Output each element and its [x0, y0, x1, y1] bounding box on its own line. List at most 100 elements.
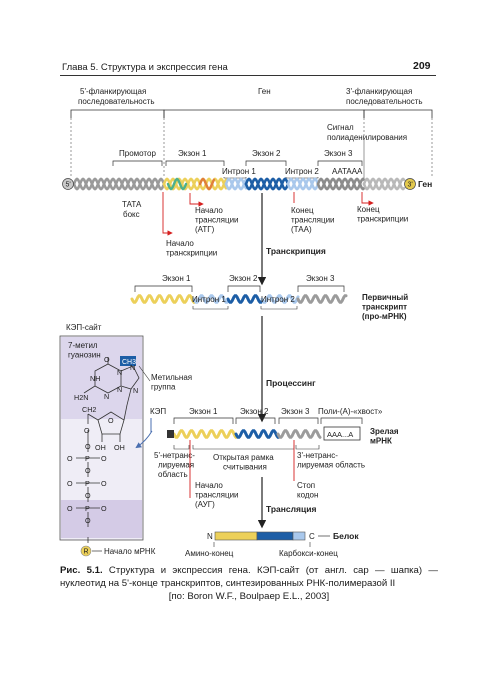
svg-text:NH: NH — [90, 374, 100, 383]
protein-bar-light — [292, 531, 306, 541]
header-rule — [60, 75, 436, 76]
p-exon1 — [130, 294, 196, 304]
exon1-accent — [166, 177, 188, 191]
caption-line2: нуклеотид на 5'-конце транскриптов, синт… — [60, 578, 396, 590]
svg-text:Интрон 1: Интрон 1 — [192, 295, 226, 304]
dna-helix — [72, 177, 406, 191]
svg-text:Экзон 2: Экзон 2 — [240, 407, 269, 416]
flank5-strand-b — [72, 177, 166, 191]
flank3-strand-b — [362, 177, 406, 191]
aataaa-label: AATAAA — [332, 167, 363, 176]
chapter-header: Глава 5. Структура и экспрессия гена — [62, 62, 228, 73]
processing-label: Процессинг — [266, 378, 316, 388]
svg-text:Экзон 3: Экзон 3 — [306, 274, 335, 283]
utr3-label: 3'-нетранс-лируемая область — [297, 451, 365, 470]
svg-text:O: O — [108, 416, 114, 425]
svg-text:N: N — [117, 385, 122, 394]
mature-mrna — [172, 429, 322, 439]
p-exon3 — [296, 294, 348, 304]
r-marker — [80, 545, 92, 557]
svg-text:O: O — [85, 466, 91, 475]
gene-bracket — [163, 109, 365, 118]
svg-text:N: N — [207, 532, 213, 541]
svg-text:5': 5' — [66, 182, 71, 189]
svg-text:N: N — [104, 392, 109, 401]
translation-label: Трансляция — [266, 504, 316, 514]
intron2-label: Интрон 2 — [285, 167, 319, 176]
svg-text:R: R — [84, 549, 89, 556]
ribose-structure — [87, 404, 128, 442]
intron1-strand-b — [224, 177, 248, 191]
svg-text:Экзон 1: Экзон 1 — [189, 407, 218, 416]
transcription-label: Транскрипция — [266, 246, 326, 256]
svg-text:КЭП: КЭП — [150, 407, 166, 416]
protein-bar-yellow — [214, 531, 258, 541]
svg-text:O: O — [101, 454, 107, 463]
svg-text:CH2: CH2 — [82, 405, 96, 414]
svg-text:C: C — [309, 532, 315, 541]
caption-label: Рис. 5.1. — [60, 565, 103, 576]
intron2-strand-b — [286, 177, 320, 191]
svg-text:O: O — [101, 504, 107, 513]
svg-text:OH: OH — [95, 443, 106, 452]
svg-text:O: O — [85, 491, 91, 500]
svg-text:OH: OH — [114, 443, 125, 452]
svg-text:N: N — [117, 368, 122, 377]
exon1-label: Экзон 1 — [178, 149, 207, 158]
svg-text:Экзон 2: Экзон 2 — [229, 274, 258, 283]
svg-text:O: O — [67, 479, 73, 488]
svg-text:O: O — [104, 355, 110, 364]
svg-text:O: O — [85, 442, 91, 451]
polyA-tail-box — [323, 426, 361, 441]
svg-text:O: O — [67, 504, 73, 513]
page-number: 209 — [413, 60, 431, 72]
flank5-bracket — [70, 109, 165, 118]
exon1-strand-b — [162, 177, 228, 191]
exon3-strand-b — [316, 177, 366, 191]
svg-text:O: O — [67, 454, 73, 463]
svg-text:H2N: H2N — [74, 393, 88, 402]
gene-label: Ген — [258, 87, 271, 96]
svg-text:N: N — [130, 363, 135, 372]
caption-line3: [по: Boron W.F., Boulpaep E.L., 2003] — [168, 591, 330, 603]
mrna-start-label: Начало мРНК — [104, 547, 156, 556]
gene-right-label: Ген — [418, 179, 432, 189]
cap-site-title: КЭП-сайт — [66, 323, 102, 332]
exon3-label: Экзон 3 — [324, 149, 353, 158]
amino-end-label: Амино-конец — [185, 549, 234, 558]
svg-text:CH3: CH3 — [122, 359, 136, 366]
carboxy-end-label: Карбокси-конец — [279, 549, 338, 558]
m-exon1 — [172, 429, 238, 439]
guanine-structure — [83, 357, 140, 406]
protein-label: Белок — [333, 531, 359, 541]
intron1-label: Интрон 1 — [222, 167, 256, 176]
primary-transcript — [130, 294, 348, 304]
protein-bar-blue — [256, 531, 294, 541]
exon1-accent2 — [198, 177, 216, 191]
exon2-strand-b — [244, 177, 290, 191]
m-exon3 — [276, 429, 322, 439]
end3-marker — [404, 178, 416, 190]
svg-text:Поли-(А)-«хвост»: Поли-(А)-«хвост» — [318, 407, 383, 416]
cap-atoms: O NH H2N N N N N N — [74, 355, 138, 402]
exon2-label: Экзон 2 — [252, 149, 281, 158]
svg-text:O: O — [85, 516, 91, 525]
m-exon2 — [234, 429, 280, 439]
svg-text:O: O — [84, 426, 90, 435]
exon2-strand-a — [244, 177, 290, 191]
exon3-strand-a — [316, 177, 366, 191]
svg-text:3': 3' — [408, 182, 413, 189]
intron2-strand-a — [286, 177, 320, 191]
